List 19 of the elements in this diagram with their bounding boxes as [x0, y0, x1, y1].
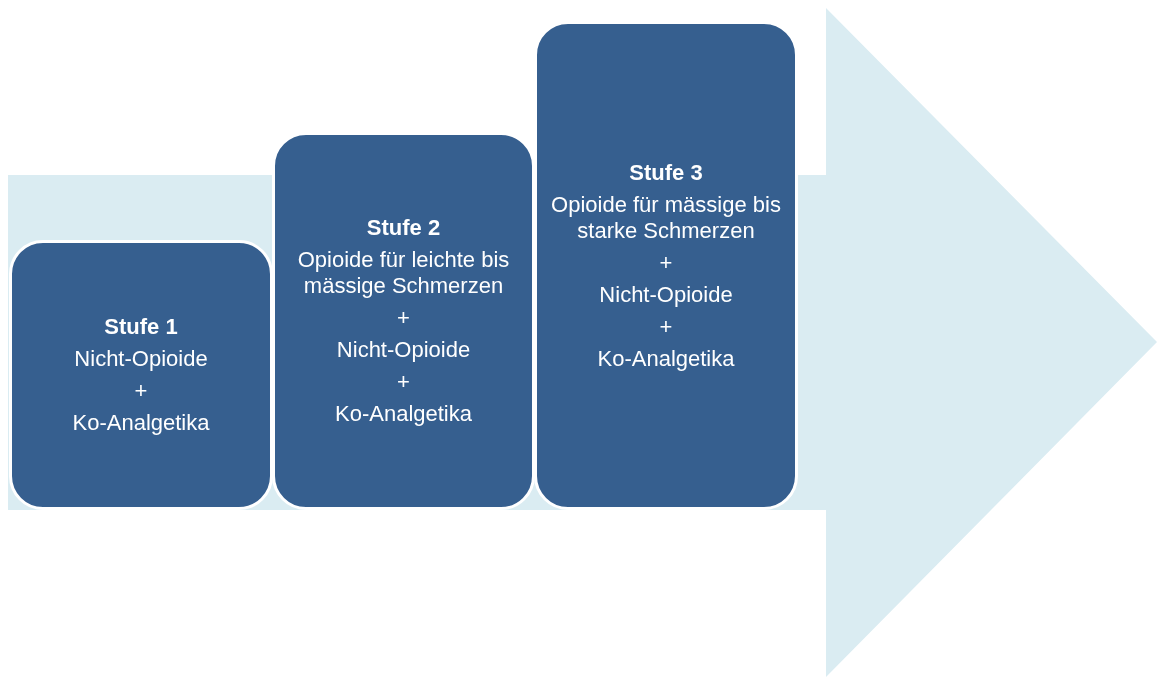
- step-heading: Stufe 1: [104, 314, 178, 340]
- plus-sign: +: [397, 369, 410, 395]
- step-text: Opioide für leichte bis mässige Schmerzen: [296, 247, 511, 299]
- plus-sign: +: [659, 313, 673, 340]
- step-box: [534, 21, 798, 510]
- plus-sign: +: [134, 378, 148, 404]
- plus-sign: +: [397, 305, 410, 331]
- step-heading: Stufe 3: [629, 159, 703, 186]
- step-text: Ko-Analgetika: [335, 401, 472, 427]
- step-text: Nicht-Opioide: [336, 337, 471, 363]
- step-heading: Stufe 2: [366, 215, 441, 241]
- step-text: Nicht-Opioide: [74, 346, 208, 372]
- step-box: [9, 240, 273, 510]
- step-text: Nicht-Opioide: [599, 281, 733, 308]
- step-box: [272, 132, 535, 510]
- step-text: Ko-Analgetika: [597, 345, 735, 372]
- step-text: Opioide für mässige bis starke Schmerzen: [551, 191, 781, 244]
- step-text: Ko-Analgetika: [72, 410, 210, 436]
- plus-sign: +: [659, 249, 673, 276]
